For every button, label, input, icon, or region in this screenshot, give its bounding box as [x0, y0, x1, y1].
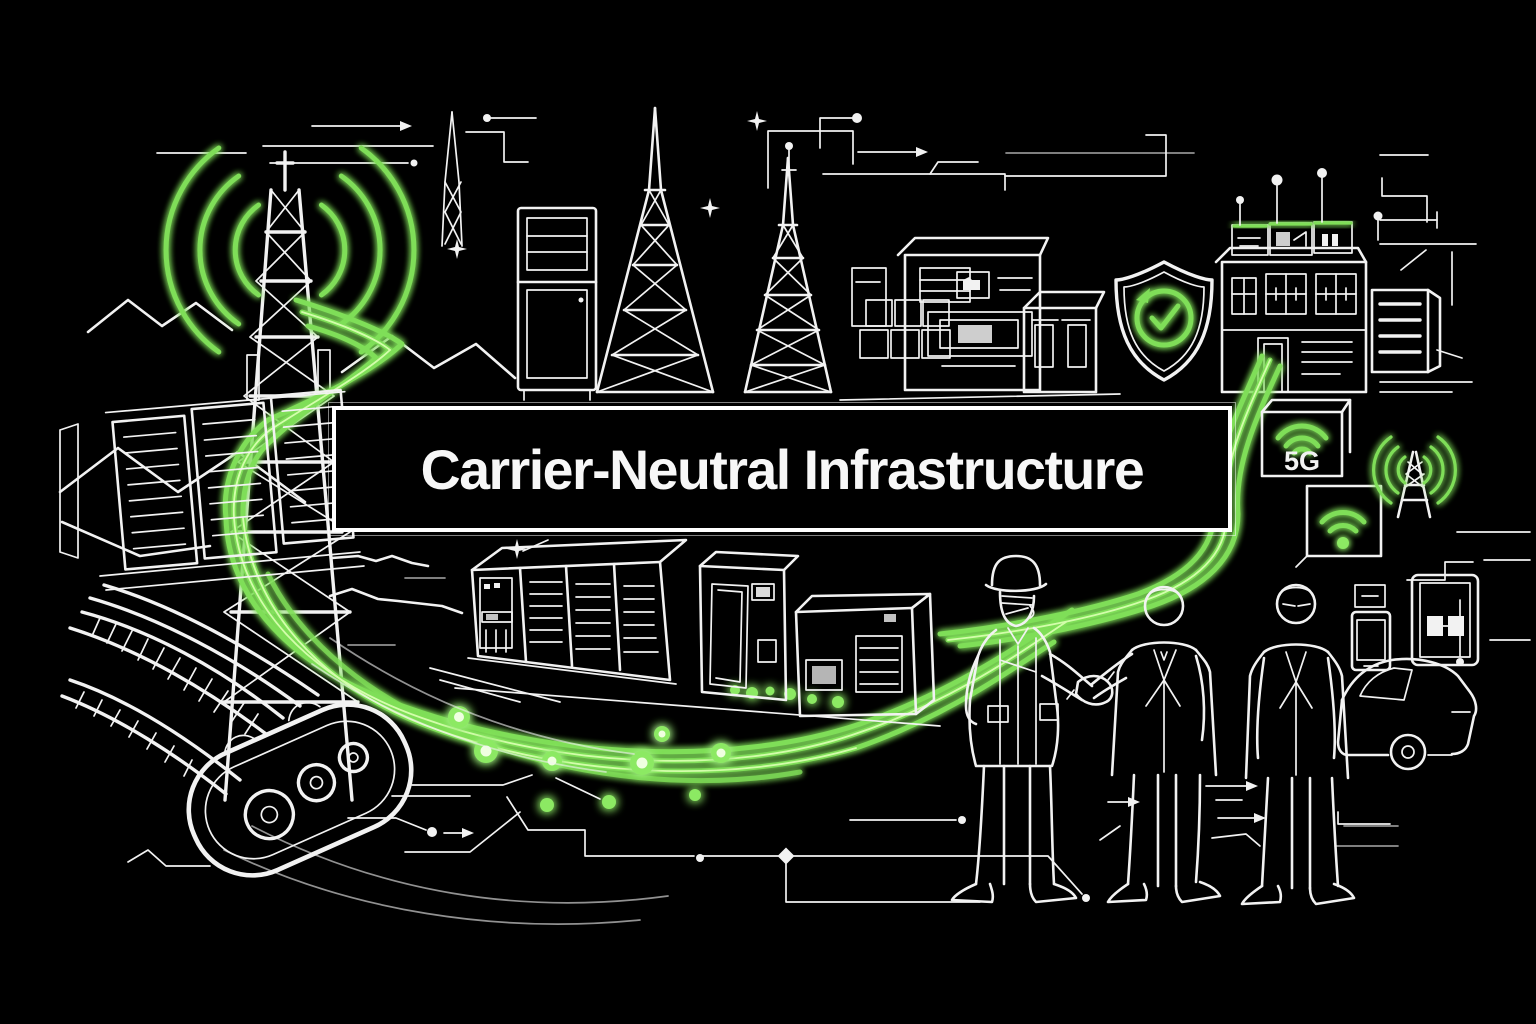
- cable-connector-head: [186, 701, 414, 878]
- mobile-devices: [1350, 573, 1480, 672]
- circuit-traces-bottom: [127, 774, 1399, 903]
- engineer-figure: [950, 554, 1094, 904]
- fiber-optic-cable: [60, 583, 669, 925]
- antenna-tower-small: [1372, 435, 1457, 519]
- banner-title: Carrier-Neutral Infrastructure: [420, 437, 1145, 501]
- facility-buildings: [839, 236, 1121, 401]
- radio-signal-arcs: [163, 145, 417, 355]
- server-racks-left: [59, 388, 365, 591]
- data-center-containers: [429, 538, 941, 727]
- handshake: [1066, 671, 1115, 706]
- connected-car: [1336, 657, 1478, 771]
- mountain-ridges: [58, 298, 517, 646]
- server-cabinet-mid: [516, 206, 598, 401]
- businessman-middle: [1090, 585, 1222, 904]
- circuit-traces-top: [156, 111, 1531, 666]
- businessman-right: [1240, 583, 1356, 906]
- five-g-label: 5G: [1284, 446, 1320, 476]
- wifi-badge: [1295, 484, 1383, 568]
- server-cabinet-right: [1370, 288, 1473, 393]
- lattice-tower-short: [743, 156, 833, 394]
- title-banner: Carrier-Neutral Infrastructure: [328, 402, 1236, 536]
- five-g-badge: 5G: [1260, 398, 1352, 478]
- smart-building: [1214, 168, 1383, 394]
- fiber-route-glow: [222, 297, 1283, 784]
- shield-check-icon: [1114, 260, 1214, 382]
- lattice-tower-tall: [595, 106, 715, 394]
- small-mast: [441, 111, 463, 247]
